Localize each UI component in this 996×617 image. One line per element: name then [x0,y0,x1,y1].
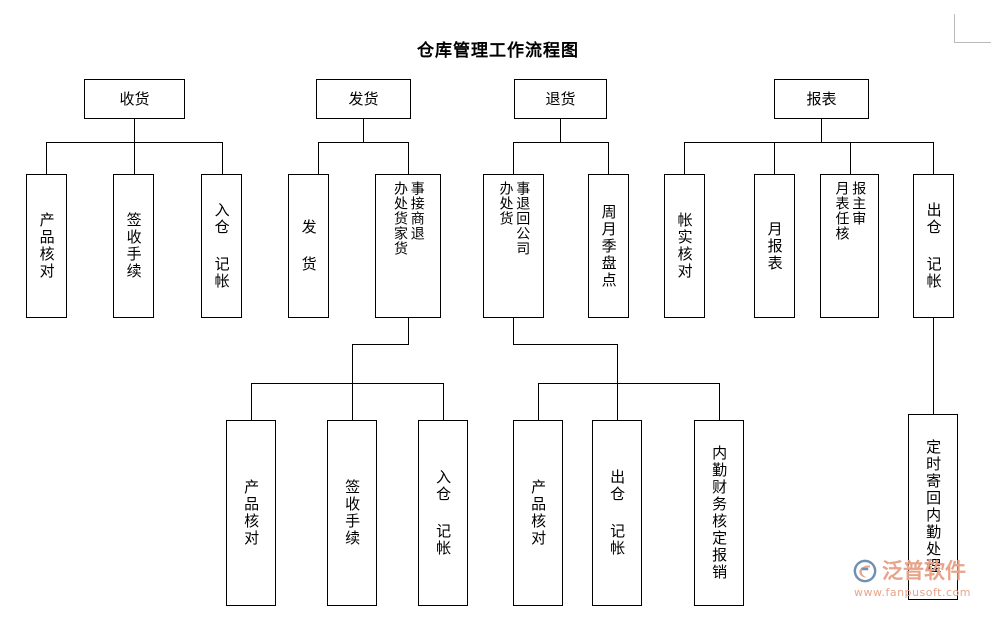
node-label: 周月季盘点 [599,203,618,289]
node-ship-ret-check[interactable]: 产品核对 [226,420,276,606]
connector-returns-stem [560,119,561,143]
connector-shipret-b2 [352,383,353,420]
connector-retcomp-riser [617,344,618,384]
node-ret-outwh[interactable]: 出仓 记帐 [592,420,642,606]
fanpu-logo-icon [853,559,877,583]
node-recv-check[interactable]: 产品核对 [26,174,67,318]
connector-shipret-jog [352,344,409,345]
node-label-columns: 月表任核 报主审 [833,175,867,317]
connector-shipret-b3 [443,383,444,420]
connector-reports-c2 [774,142,775,174]
node-rpt-mailback[interactable]: 定时寄回内勤处理 [908,414,958,600]
connector-returns-c1 [513,142,514,174]
node-rpt-reconcile[interactable]: 帐实核对 [664,174,705,318]
node-label: 帐实核对 [675,212,694,280]
node-reports[interactable]: 报表 [774,79,869,119]
node-ret-company[interactable]: 办处货 事退回公司 [483,174,544,318]
node-label: 出仓 记帐 [608,469,627,557]
node-label: 入仓 记帐 [434,469,453,557]
connector-shipping-stem [363,119,364,143]
node-label-col-right: 事退回公司 [514,181,531,256]
connector-retcomp-bus [538,383,720,384]
connector-shipret-bus [251,383,443,384]
node-ship-return[interactable]: 办处货家货 事接商退 [375,174,441,318]
node-label-columns: 办处货家货 事接商退 [391,175,425,317]
node-label: 签收手续 [343,479,362,547]
node-ret-check[interactable]: 产品核对 [513,420,563,606]
page-title: 仓库管理工作流程图 [417,41,579,61]
node-returns[interactable]: 退货 [514,79,607,119]
connector-returns-bus [513,142,608,143]
node-ship-out[interactable]: 发 货 [288,174,329,318]
node-label: 产品核对 [37,212,56,280]
connector-shipret-drop [408,318,409,344]
node-ret-stocktake[interactable]: 周月季盘点 [588,174,629,318]
node-label-col-left: 办处货家货 [392,181,408,256]
connector-receiving-stem [134,119,135,143]
connector-returns-c2 [608,142,609,174]
node-label: 报表 [806,89,837,108]
node-label: 出仓 记帐 [924,202,943,290]
node-receiving[interactable]: 收货 [84,79,185,119]
node-rpt-monthly[interactable]: 月报表 [754,174,795,318]
connector-retcomp-b3 [719,383,720,420]
connector-reports-bus [684,142,933,143]
connector-reports-c4 [933,142,934,174]
connector-retcomp-b2 [617,383,618,420]
node-label: 入仓 记帐 [212,202,231,290]
connector-receiving-c1 [46,142,47,174]
page-corner-guide [954,14,991,43]
node-label-columns: 办处货 事退回公司 [497,175,531,317]
connector-shipping-c1 [318,142,319,174]
connector-reports-stem [821,119,822,143]
connector-receiving-c3 [222,142,223,174]
node-label-col-right: 报主审 [850,181,867,226]
node-shipping[interactable]: 发货 [316,79,411,119]
node-label: 收货 [119,89,150,108]
node-label: 发货 [348,89,379,108]
connector-reports-c3 [850,142,851,174]
node-ret-finance[interactable]: 内勤财务核定报销 [694,420,744,606]
connector-retcomp-jog [513,344,618,345]
node-label: 内勤财务核定报销 [710,445,729,581]
connector-shipping-c2 [408,142,409,174]
node-label: 产品核对 [529,479,548,547]
connector-reports-c1 [684,142,685,174]
node-recv-instock[interactable]: 入仓 记帐 [201,174,242,318]
node-label: 发 货 [299,219,318,273]
node-rpt-approve[interactable]: 月表任核 报主审 [820,174,879,318]
node-label-col-right: 事接商退 [408,181,425,241]
connector-shipret-b1 [251,383,252,420]
node-label: 产品核对 [242,479,261,547]
connector-shipping-bus [318,142,409,143]
node-ship-ret-sign[interactable]: 签收手续 [327,420,377,606]
node-recv-sign[interactable]: 签收手续 [113,174,154,318]
connector-rptout-to-mailback [933,318,934,414]
node-ship-ret-instock[interactable]: 入仓 记帐 [418,420,468,606]
node-label-col-left: 月表任核 [833,181,850,241]
node-rpt-outwh[interactable]: 出仓 记帐 [913,174,954,318]
connector-retcomp-drop [513,318,514,344]
node-label: 定时寄回内勤处理 [924,439,943,575]
node-label: 月报表 [765,220,784,272]
connector-retcomp-b1 [538,383,539,420]
connector-shipret-riser [352,344,353,384]
node-label: 签收手续 [124,212,143,280]
connector-receiving-c2 [134,142,135,174]
node-label: 退货 [545,89,576,108]
node-label-col-left: 办处货 [497,181,514,226]
